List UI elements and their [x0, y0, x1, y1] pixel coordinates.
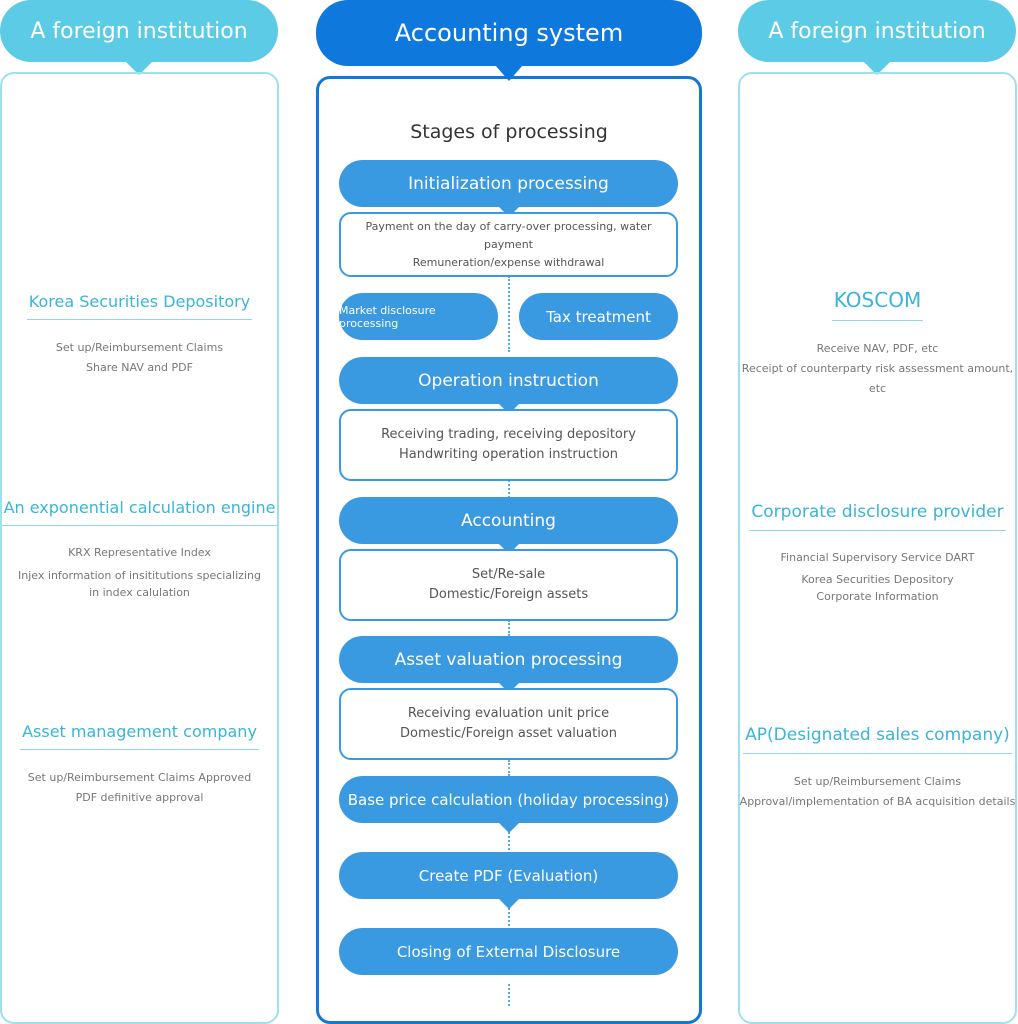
right-org-3-name: AP(Designated sales company) [743, 725, 1012, 754]
stage-asset-valuation-details: Receiving evaluation unit price Domestic… [339, 688, 678, 760]
left-column-panel [0, 72, 279, 1024]
left-org-1-line-2: Share NAV and PDF [86, 361, 193, 374]
stage-accounting: Accounting [339, 497, 678, 554]
left-org-1-line-1: Set up/Reimbursement Claims [55, 341, 224, 354]
stage-initialization-details: Payment on the day of carry-over process… [339, 212, 678, 277]
stages-title: Stages of processing [410, 121, 608, 143]
connector-2 [508, 480, 510, 498]
stage-initialization-label: Initialization processing [408, 173, 609, 194]
center-column-panel [316, 76, 702, 1024]
stage-operation-instruction: Operation instruction [339, 357, 678, 414]
stage-create-pdf-pointer [498, 899, 519, 909]
right-org-2-line-1: Financial Supervisory Service DART [780, 551, 975, 564]
left-org-2-line-2: Injex information of insititutions speci… [18, 569, 261, 582]
stage-accounting-detail-1: Set/Re-sale [471, 567, 546, 582]
left-header-pointer [125, 61, 153, 75]
stage-initialization-detail-1: Payment on the day of carry-over process… [365, 219, 652, 251]
stage-tax-treatment-label: Tax treatment [546, 307, 651, 326]
stage-operation-instruction-detail-2: Handwriting operation instruction [398, 447, 619, 462]
right-org-1-line-1: Receive NAV, PDF, etc [816, 342, 939, 355]
left-column-header: A foreign institution [0, 0, 278, 75]
right-org-2: Corporate disclosure provider Financial … [738, 502, 1017, 605]
stage-asset-valuation-label: Asset valuation processing [394, 649, 623, 670]
left-org-3: Asset management company Set up/Reimburs… [0, 722, 279, 808]
right-org-1-line-2: Receipt of counterparty risk assessment … [741, 362, 1014, 395]
left-org-3-name: Asset management company [20, 722, 259, 750]
left-org-2-name: An exponential calculation engine [1, 498, 278, 526]
right-org-2-name: Corporate disclosure provider [749, 502, 1006, 531]
stage-create-pdf-label: Create PDF (Evaluation) [418, 866, 599, 885]
left-org-2-line-3: in index calulation [89, 586, 190, 599]
stage-initialization: Initialization processing [339, 160, 678, 217]
left-org-1: Korea Securities Depository Set up/Reimb… [0, 292, 279, 378]
right-org-1-name: KOSCOM [831, 288, 924, 321]
right-org-1: KOSCOM Receive NAV, PDF, etc Receipt of … [738, 288, 1017, 399]
connector-3 [508, 620, 510, 636]
stage-tax-treatment: Tax treatment [519, 293, 678, 340]
connector-5 [508, 832, 510, 850]
stage-operation-instruction-label: Operation instruction [418, 370, 599, 391]
right-column-header-label: A foreign institution [768, 18, 986, 44]
stage-accounting-label: Accounting [461, 510, 556, 531]
left-org-1-name: Korea Securities Depository [26, 292, 253, 320]
stage-accounting-detail-2: Domestic/Foreign assets [428, 587, 589, 602]
right-org-3-line-1: Set up/Reimbursement Claims [793, 775, 962, 788]
stage-create-pdf: Create PDF (Evaluation) [339, 852, 678, 909]
stage-initialization-detail-2: Remuneration/expense withdrawal [412, 255, 605, 269]
stage-operation-instruction-detail-1: Receiving trading, receiving depository [381, 427, 636, 442]
right-column-panel [738, 72, 1017, 1024]
left-org-3-line-2: PDF definitive approval [75, 791, 204, 804]
right-org-2-line-2: Korea Securities Depository [801, 573, 954, 586]
stage-accounting-details: Set/Re-sale Domestic/Foreign assets [339, 549, 678, 621]
left-column-header-label: A foreign institution [30, 18, 248, 44]
connector-4 [508, 760, 510, 776]
stage-base-price-pointer [498, 823, 519, 833]
connector-7 [508, 984, 510, 1006]
left-org-3-line-1: Set up/Reimbursement Claims Approved [27, 771, 252, 784]
stage-operation-instruction-details: Receiving trading, receiving depository … [339, 409, 678, 481]
stage-asset-valuation: Asset valuation processing [339, 636, 678, 693]
stage-asset-valuation-detail-1: Receiving evaluation unit price [407, 706, 610, 721]
connector-6 [508, 908, 510, 926]
connector-1 [508, 276, 510, 352]
right-org-3: AP(Designated sales company) Set up/Reim… [738, 725, 1017, 812]
center-column-header: Accounting system [316, 0, 702, 81]
stage-base-price: Base price calculation (holiday processi… [339, 776, 678, 833]
stage-market-disclosure-label: Market disclosure processing [339, 303, 436, 330]
center-column-header-label: Accounting system [394, 19, 624, 47]
right-org-3-line-2: Approval/implementation of BA acquisitio… [739, 795, 1016, 808]
stage-asset-valuation-detail-2: Domestic/Foreign asset valuation [399, 726, 617, 741]
stage-closing-disclosure: Closing of External Disclosure [339, 928, 678, 975]
left-org-2: An exponential calculation engine KRX Re… [0, 498, 279, 601]
stage-closing-disclosure-label: Closing of External Disclosure [396, 942, 621, 961]
left-org-2-line-1: KRX Representative Index [68, 546, 211, 559]
stage-base-price-label: Base price calculation (holiday processi… [347, 790, 670, 809]
right-org-2-line-3: Corporate Information [816, 590, 939, 603]
right-column-header: A foreign institution [738, 0, 1016, 75]
stage-market-disclosure: Market disclosure processing [339, 293, 498, 340]
right-header-pointer [863, 61, 891, 75]
